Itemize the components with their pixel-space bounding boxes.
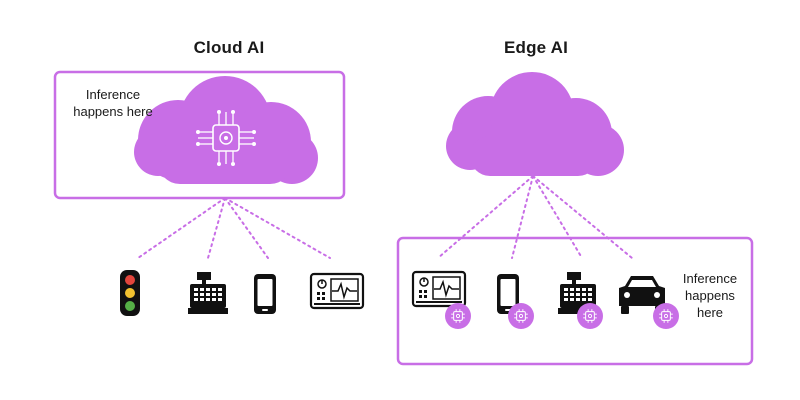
cloud-ai-title: Cloud AI [193, 38, 265, 57]
chip-badge-icon [444, 302, 472, 330]
ai-chip-icon [196, 110, 256, 166]
monitor-device-icon [309, 272, 365, 310]
edge-inference-note-line2: happens [685, 288, 735, 303]
cloud-ai-panel [53, 70, 346, 200]
cloud-inference-note-line1: Inference [85, 87, 141, 102]
chip-badge-icon [576, 302, 604, 330]
edge-ai-title: Edge AI [503, 38, 569, 57]
cloud-inference-note: Inference happens here [58, 86, 168, 120]
edge-inference-note: Inference happens here [674, 270, 746, 321]
cloud-inference-note-line2: happens here [73, 104, 153, 119]
chip-badge-icon [507, 302, 535, 330]
traffic-light-icon [120, 270, 140, 316]
edge-inference-box [396, 236, 754, 366]
smartphone-icon [254, 274, 276, 314]
cash-register-icon [188, 272, 228, 314]
edge-inference-note-line3: here [696, 305, 724, 320]
edge-inference-note-line1: Inference [682, 271, 738, 286]
cloud-inference-box [53, 70, 346, 200]
monitor-device-icon [411, 270, 467, 308]
edge-connection-lines [437, 175, 633, 259]
cloud-connection-lines [137, 197, 331, 259]
cloud-shape-left [134, 76, 318, 184]
cloud-shape-right [446, 72, 624, 176]
